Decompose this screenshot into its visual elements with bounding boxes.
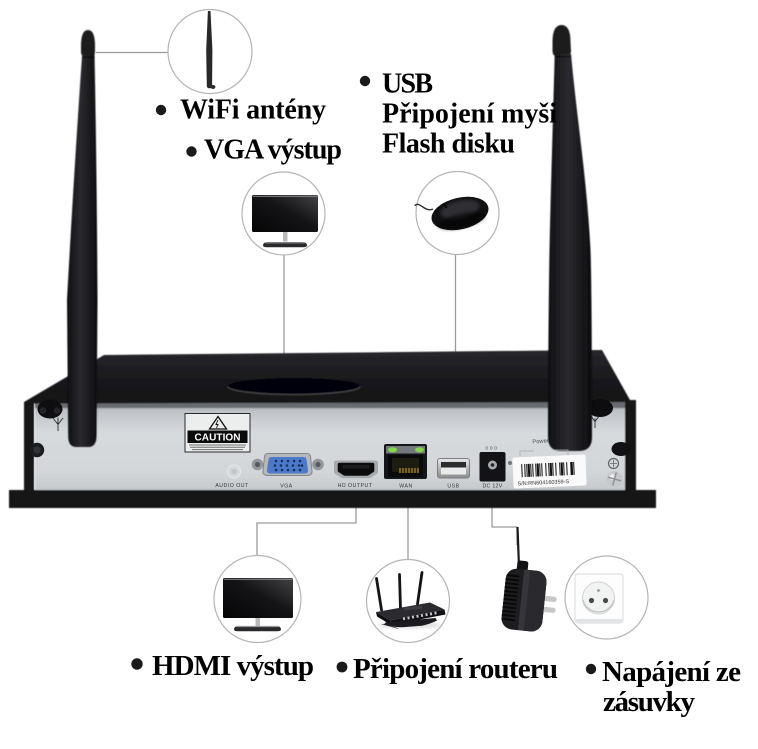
svg-text:DC 12V: DC 12V — [483, 484, 503, 490]
svg-text:Připojení routeru: Připojení routeru — [353, 653, 558, 685]
svg-text:Power: Power — [532, 438, 549, 445]
svg-text:Napájení ze: Napájení ze — [602, 656, 741, 688]
svg-text:CAUTION: CAUTION — [195, 433, 241, 444]
svg-text:AUDIO OUT: AUDIO OUT — [215, 483, 249, 489]
svg-text:VGA výstup: VGA výstup — [204, 135, 342, 166]
svg-text:USB: USB — [382, 69, 433, 100]
svg-text:HD OUTPUT: HD OUTPUT — [338, 483, 373, 489]
svg-text:Flash disku: Flash disku — [382, 129, 515, 160]
svg-text:USB: USB — [447, 484, 459, 490]
svg-text:zásuvky: zásuvky — [603, 686, 696, 718]
svg-text:WAN: WAN — [399, 484, 412, 490]
svg-text:ooo: ooo — [485, 446, 498, 452]
svg-text:WiFi antény: WiFi antény — [180, 95, 326, 126]
svg-text:S/N:RN604160359-S: S/N:RN604160359-S — [517, 479, 569, 487]
svg-text:VGA: VGA — [280, 484, 292, 490]
svg-text:HDMI výstup: HDMI výstup — [152, 650, 314, 682]
svg-text:Připojení myši: Připojení myši — [382, 99, 557, 130]
